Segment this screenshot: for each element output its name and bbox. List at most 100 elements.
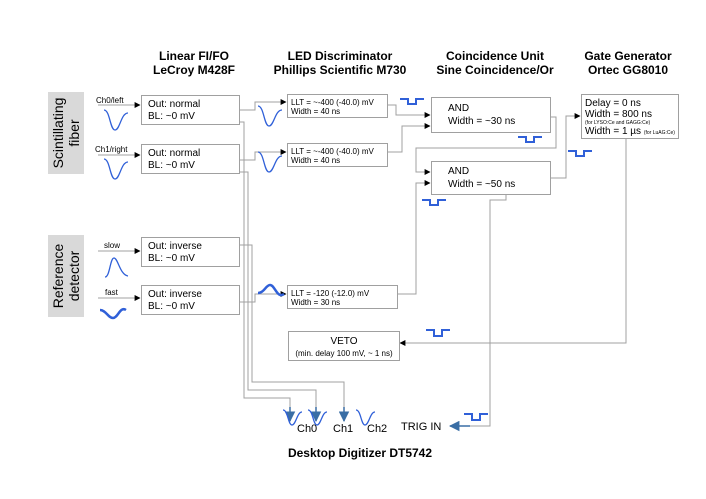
logic-pulse-coinc2 (422, 199, 446, 206)
reference-label-line2: detector (66, 250, 82, 302)
disc-1-width: Width = 40 ns (291, 107, 341, 116)
disc-box-2: LLT = ~-400 (-40.0) mV Width = 40 ns (287, 143, 388, 167)
gate-width-800: Width = 800 ns (585, 109, 652, 120)
logic-pulse-trig (464, 413, 488, 421)
gate-width-1us-row: Width = 1 µs (for LuAG:Ce) (585, 126, 675, 138)
disc-header-line2: Phillips Scientific M730 (273, 63, 407, 77)
fifo-4-output: Out: inverse (148, 289, 202, 300)
coinc-box-2: AND Width = ~50 ns (431, 161, 551, 195)
reference-label-line1: Reference (50, 243, 66, 309)
coinc-1-logic: AND (448, 103, 470, 114)
input-label-slow: slow (104, 241, 121, 250)
fiber-label: Scintillating fiber (50, 98, 82, 169)
line-fifo1-to-ch0 (240, 121, 291, 407)
fifo-1-output: Out: normal (148, 99, 201, 110)
line-fifo2-to-ch1 (240, 171, 317, 407)
fifo-box-1: Out: normal BL: ~0 mV (141, 95, 240, 125)
fifo-2-output: Out: normal (148, 148, 201, 159)
digitizer-title: Desktop Digitizer DT5742 (287, 446, 433, 460)
gate-header: Gate Generator Ortec GG8010 (573, 49, 683, 77)
signal-lines (98, 99, 627, 427)
fifo-header: Linear FI/FO LeCroy M428F (144, 49, 244, 77)
line-disc1-to-coinc1 (388, 104, 431, 118)
fifo-box-4: Out: inverse BL: ~0 mV (141, 285, 240, 315)
input-label-ch0: Ch0/left (96, 96, 124, 105)
coinc-header: Coincidence Unit Sine Coincidence/Or (430, 49, 560, 77)
gate-header-line1: Gate Generator (584, 49, 672, 63)
line-fifo3-to-ch2 (240, 244, 345, 407)
fifo-header-line1: Linear FI/FO (158, 49, 229, 63)
input-label-fast: fast (105, 288, 118, 297)
gate-box: Delay = 0 ns Width = 800 ns (for LYSO:Ce… (581, 94, 679, 139)
digitizer-arrows (284, 407, 470, 432)
reference-sidebar: Reference detector (48, 235, 84, 317)
disc-1-threshold: LLT = ~-400 (-40.0) mV (291, 98, 374, 107)
line-disc2-to-coinc1 (388, 123, 431, 153)
fifo-3-baseline: BL: ~0 mV (148, 253, 195, 264)
gate-header-line2: Ortec GG8010 (587, 63, 669, 77)
coinc-1-width: Width = ~30 ns (448, 116, 516, 127)
veto-box: VETO (min. delay 100 mV, ~ 1 ns) (288, 331, 400, 361)
gate-width-800-note: (for LYSO:Ce and GAGG:Ce) (585, 120, 651, 126)
disc-header: LED Discriminator Phillips Scientific M7… (270, 49, 410, 77)
pulse-ch2 (355, 409, 376, 426)
line-gate-to-veto (399, 139, 627, 346)
fifo-header-line2: LeCroy M428F (152, 63, 236, 77)
coinc-2-logic: AND (448, 166, 470, 177)
fifo-3-output: Out: inverse (148, 241, 202, 252)
pulses (99, 105, 376, 426)
gate-delay: Delay = 0 ns (585, 98, 641, 109)
coinc-header-line1: Coincidence Unit (445, 49, 544, 63)
disc-3-threshold: LLT = -120 (-12.0) mV (291, 289, 370, 298)
fifo-1-baseline: BL: ~0 mV (148, 111, 195, 122)
pulse-fast-input (99, 307, 127, 320)
pulse-disc3-input (257, 283, 285, 297)
line-disc3-to-coinc2 (398, 180, 431, 295)
disc-2-threshold: LLT = ~-400 (-40.0) mV (291, 147, 374, 156)
pulse-ch0-input (103, 109, 129, 131)
line-fifo2-to-disc2 (240, 149, 287, 161)
reference-label: Reference detector (50, 244, 82, 309)
fifo-4-baseline: BL: ~0 mV (148, 301, 195, 312)
gate-width-1us: Width = 1 µs (585, 126, 642, 137)
fiber-sidebar: Scintillating fiber (48, 92, 84, 174)
logic-pulse-veto (426, 329, 450, 337)
disc-box-1: LLT = ~-400 (-40.0) mV Width = 40 ns (287, 94, 388, 118)
line-coinc1-to-coinc2 (415, 116, 557, 175)
fiber-label-line1: Scintillating (50, 97, 66, 169)
disc-3-width: Width = 30 ns (291, 298, 341, 307)
digitizer-ch0: Ch0 (297, 423, 318, 435)
disc-box-3: LLT = -120 (-12.0) mV Width = 30 ns (287, 285, 398, 309)
coinc-box-1: AND Width = ~30 ns (431, 97, 551, 133)
pulse-ch1 (307, 409, 328, 426)
coinc-2-width: Width = ~50 ns (448, 179, 516, 190)
digitizer-trig-in: TRIG IN (401, 421, 442, 433)
digitizer-ch1: Ch1 (333, 423, 354, 435)
line-coinc2-to-gate (551, 113, 581, 179)
logic-pulse-disc1 (400, 98, 424, 105)
fifo-box-3: Out: inverse BL: ~0 mV (141, 237, 240, 267)
gate-width-1us-note: (for LuAG:Ce) (643, 130, 675, 136)
veto-title: VETO (330, 336, 358, 347)
pulse-ch0 (282, 409, 303, 426)
pulse-disc1-input (257, 105, 283, 127)
disc-header-line1: LED Discriminator (287, 49, 393, 63)
input-label-ch1: Ch1/right (95, 145, 128, 154)
logic-pulse-gate-in (568, 150, 592, 157)
line-coinc2-to-trig (470, 193, 507, 427)
pulse-disc2-input (257, 151, 283, 173)
logic-pulse-coinc1 (518, 136, 542, 143)
logic-pulses (400, 98, 592, 421)
fiber-label-line2: fiber (66, 119, 82, 147)
fifo-box-2: Out: normal BL: ~0 mV (141, 144, 240, 174)
disc-2-width: Width = 40 ns (291, 156, 341, 165)
pulse-ch1-input (103, 158, 129, 180)
coinc-header-line2: Sine Coincidence/Or (436, 63, 554, 77)
line-fifo1-to-disc1 (240, 99, 287, 111)
pulse-slow-input (104, 257, 129, 278)
veto-delay: (min. delay 100 mV, ~ 1 ns) (295, 349, 393, 358)
fifo-2-baseline: BL: ~0 mV (148, 160, 195, 171)
digitizer-ch2: Ch2 (367, 423, 388, 435)
